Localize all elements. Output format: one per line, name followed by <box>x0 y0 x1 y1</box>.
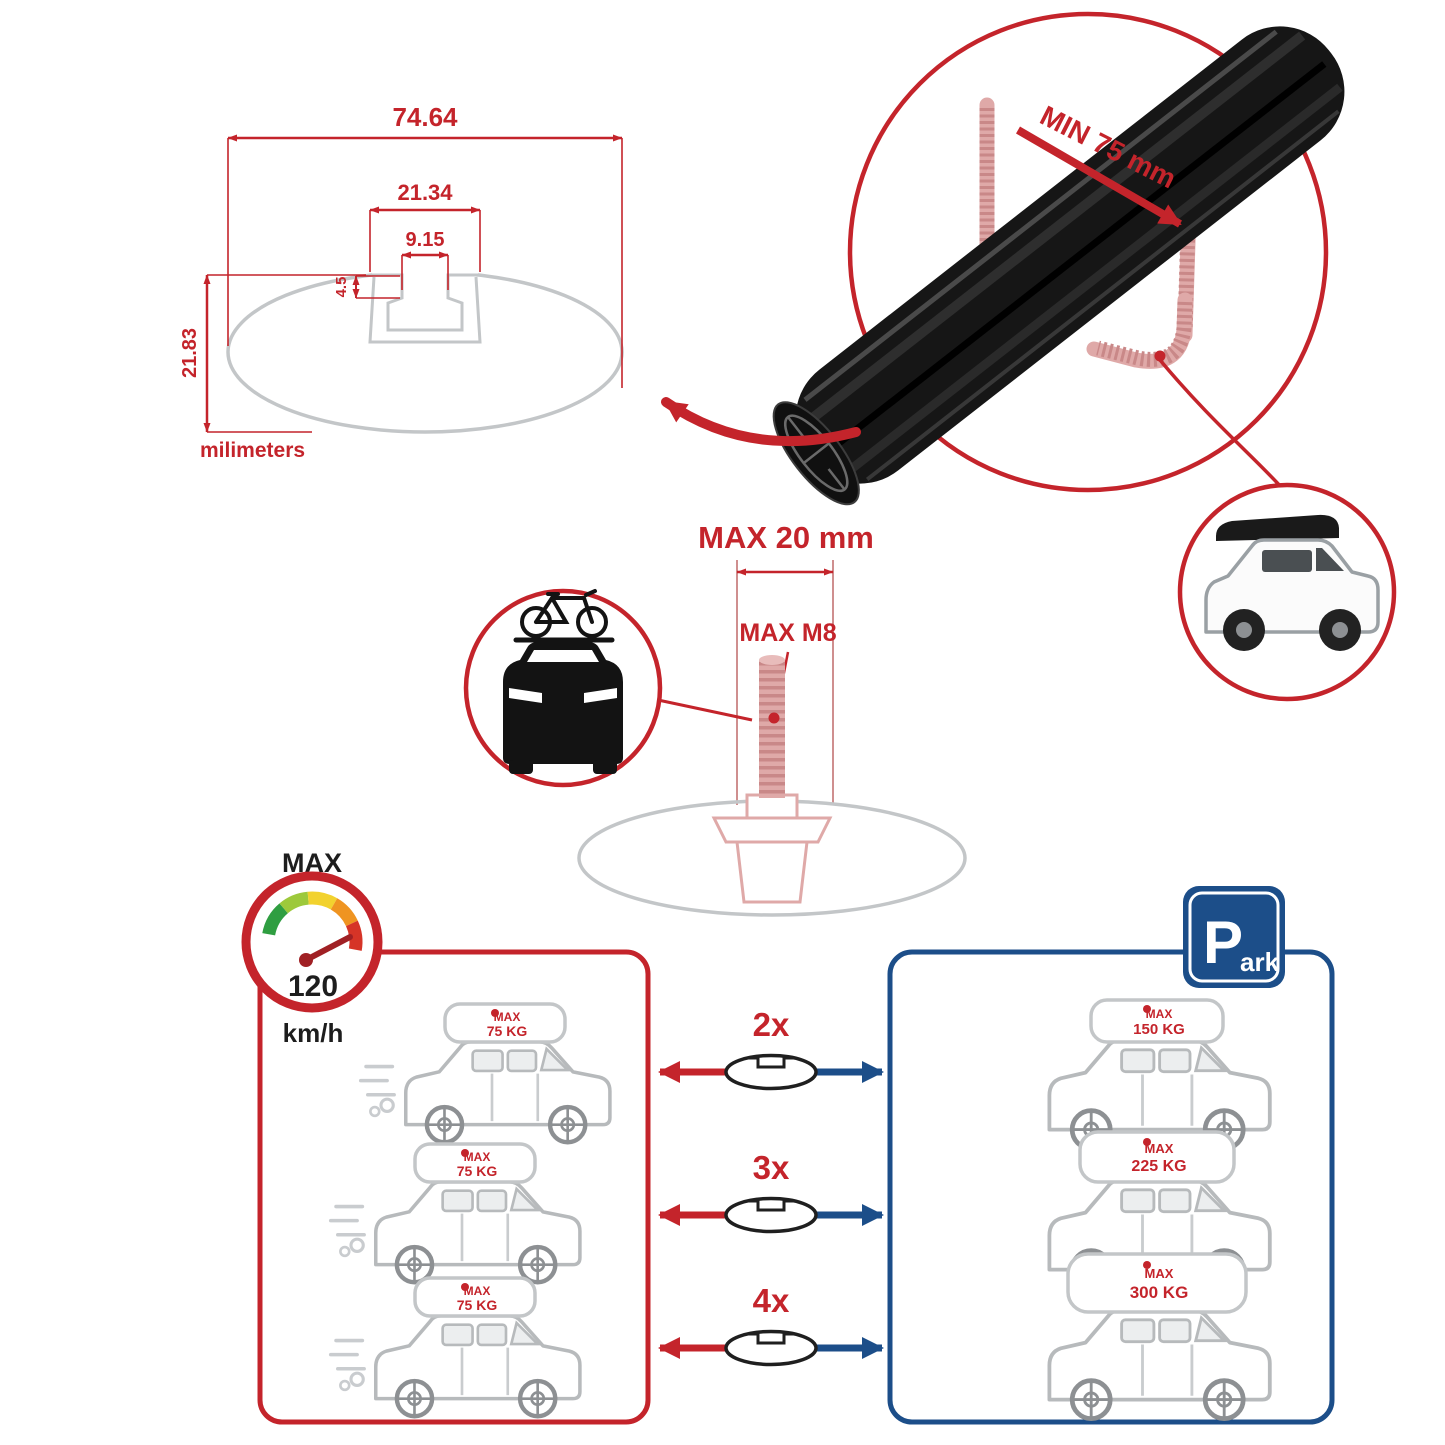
park-rest: ark <box>1240 947 1280 977</box>
thread-reference-dot <box>768 712 780 724</box>
dim-slot-width <box>401 251 449 290</box>
park-initial: P <box>1203 909 1243 976</box>
speed-unit: km/h <box>283 1018 344 1048</box>
cargo-bag <box>1089 998 1225 1044</box>
multiplier-label: 4x <box>753 1282 790 1319</box>
crossbar-profile-icon <box>724 1329 818 1367</box>
dim-total-height-label: 21.83 <box>179 328 201 378</box>
max-length-label: MAX 20 mm <box>698 520 874 555</box>
bolt-detail-section: MAX 20 mm MAX M8 <box>463 520 967 917</box>
dim-channel-width-label: 21.34 <box>397 180 453 205</box>
dim-slot-depth <box>352 275 400 299</box>
bag-weight-label: 75 KG <box>457 1297 498 1313</box>
dim-total-width-label: 74.64 <box>392 102 458 132</box>
bag-weight-label: 300 KG <box>1130 1283 1189 1302</box>
reference-dot <box>1154 350 1166 362</box>
crossbar-profile-icon <box>724 1196 818 1234</box>
dim-total-height <box>203 274 366 433</box>
bolt-icon <box>759 655 785 798</box>
application-leader-line <box>1158 358 1285 491</box>
cross-section-arrow <box>661 397 861 447</box>
max-thread-label: MAX M8 <box>739 619 836 647</box>
combined-cars: MAX 150 KG MAX 225 KG MAX 300 KG <box>1049 998 1269 1419</box>
cargo-bag <box>1066 1252 1248 1314</box>
cargo-bag <box>1078 1130 1236 1184</box>
capacity-section: P ark MAX 120 km/h MAX 7 <box>241 848 1335 1425</box>
bag-max-label: MAX <box>1145 1266 1174 1281</box>
bag-max-label: MAX <box>464 1150 491 1164</box>
dim-slot-depth-label: 4.5 <box>333 277 350 298</box>
dim-total-width <box>227 134 623 388</box>
bag-max-label: MAX <box>464 1284 491 1298</box>
roof-box-application <box>1177 482 1397 702</box>
cargo-bag <box>413 1276 537 1318</box>
cargo-bag <box>413 1142 537 1184</box>
u-bolt-bend-icon <box>1086 292 1193 369</box>
single-bar-cars: MAX 75 KG MAX 75 KG MAX 75 KG <box>328 1002 610 1416</box>
min-span-arrow <box>1015 126 1183 228</box>
suv-with-roof-box-icon <box>1204 514 1380 651</box>
parking-sign-icon: P ark <box>1183 886 1285 988</box>
dim-bolt-length <box>736 560 834 805</box>
bag-max-label: MAX <box>1145 1141 1174 1156</box>
t-slot-adapter-icon <box>711 793 833 904</box>
bag-weight-label: 75 KG <box>487 1023 528 1039</box>
speed-limit: MAX 120 km/h <box>241 848 383 1048</box>
dim-slot-width-label: 9.15 <box>406 229 445 251</box>
detail-circle <box>847 11 1329 493</box>
bike-application-leader <box>657 698 753 722</box>
bag-max-label: MAX <box>494 1010 521 1024</box>
crossbar-profile-icon <box>724 1053 818 1091</box>
multiplier-label: 3x <box>753 1149 790 1186</box>
gauge-needle <box>303 934 353 963</box>
bag-max-label: MAX <box>1146 1007 1173 1021</box>
bag-weight-label: 150 KG <box>1133 1021 1185 1038</box>
gauge-arc <box>262 891 363 951</box>
crossbar-3d-icon <box>772 26 1345 506</box>
multiplier-label: 2x <box>753 1006 790 1043</box>
cargo-bag <box>443 1002 567 1044</box>
speed-value: 120 <box>288 970 338 1003</box>
bag-weight-label: 225 KG <box>1131 1158 1186 1175</box>
bag-weight-label: 75 KG <box>457 1163 498 1179</box>
multiplier-rows: 2x 3x 4x <box>658 1006 884 1367</box>
crossbar-detail-section: MIN 75 mm <box>661 11 1397 702</box>
car-front-with-bike-icon <box>503 589 623 774</box>
profile-dimension-diagram: 74.64 21.34 9.15 4.5 21.83 mili <box>179 102 624 462</box>
units-label: milimeters <box>200 439 305 462</box>
bike-application <box>463 588 663 788</box>
dim-channel-width <box>369 206 481 272</box>
